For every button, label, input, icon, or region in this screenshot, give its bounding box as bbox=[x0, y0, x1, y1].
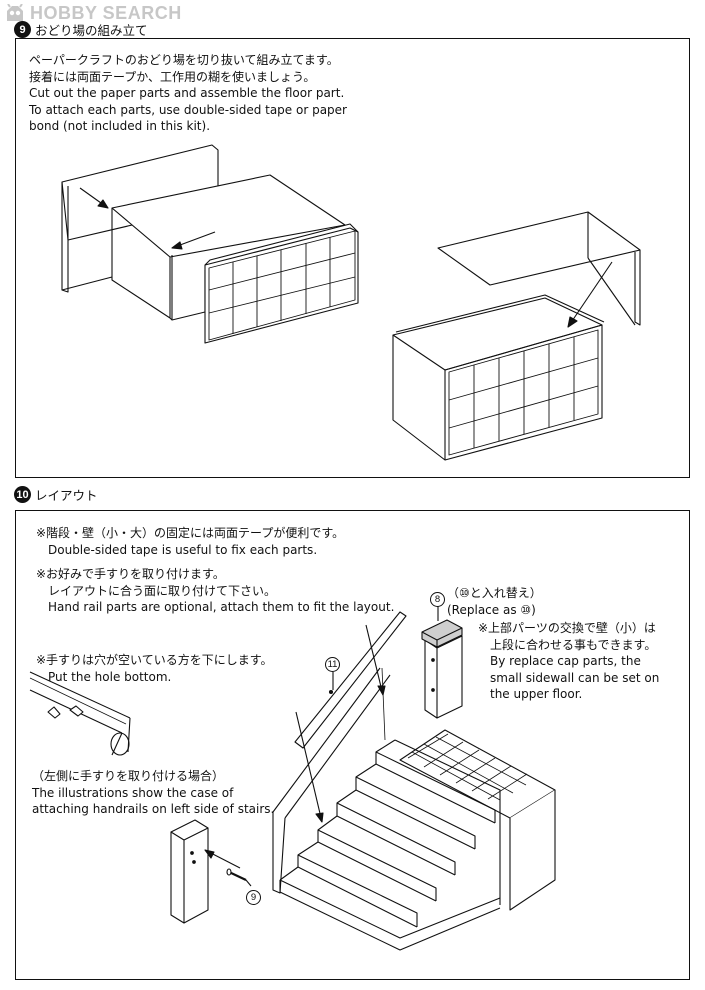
note-handrail-en: Hand rail parts are optional, attach the… bbox=[48, 600, 395, 614]
step9-line: bond (not included in this kit). bbox=[29, 119, 211, 133]
note-handrail-jp: ※お好みで手すりを取り付けます。 bbox=[36, 567, 225, 581]
step10-number: 10 bbox=[14, 486, 31, 503]
note-tape: ※階段・壁（小・大）の固定には両面テープが便利です。 Double-sided … bbox=[36, 525, 344, 558]
note-replace-cap: ※上部パーツの交換で壁（小）は 上段に合わせる事もできます。 By replac… bbox=[478, 620, 659, 703]
step9-title: おどり場の組み立て bbox=[35, 23, 148, 38]
note-hole-en: Put the hole bottom. bbox=[48, 669, 172, 684]
note-replace-en2: small sidewall can be set on bbox=[490, 670, 660, 685]
step9-panel bbox=[15, 38, 690, 478]
arrow-icon bbox=[366, 625, 385, 695]
leader-line bbox=[246, 880, 251, 886]
step9-line: 接着には両面テープか、工作用の糊を使いましょう。 bbox=[29, 69, 316, 84]
part-number-badge: 9 bbox=[246, 890, 261, 905]
floor-tiled-front-diagram bbox=[205, 224, 358, 343]
replace-label-jp: （⑩と入れ替え） bbox=[447, 586, 542, 600]
floor-assembled-box-diagram bbox=[393, 295, 604, 460]
arrow-icon bbox=[296, 712, 323, 822]
pin-part-diagram bbox=[227, 869, 251, 886]
watermark: HOBBY SEARCH bbox=[4, 3, 182, 23]
hobbysearch-logo-icon bbox=[7, 4, 23, 21]
note-handrail: ※お好みで手すりを取り付けます。 レイアウトに合う面に取り付けて下さい。 Han… bbox=[36, 566, 394, 616]
floor-tiles-right bbox=[449, 330, 598, 455]
step9-number: 9 bbox=[14, 21, 31, 38]
arrow-icon bbox=[172, 232, 215, 249]
note-left-side: （左側に手すりを取り付ける場合） The illustrations show … bbox=[32, 768, 274, 818]
note-hole: ※手すりは穴が空いている方を下にします。 Put the hole bottom… bbox=[36, 652, 273, 685]
step9-line: To attach each parts, use double-sided t… bbox=[29, 102, 347, 117]
step10-heading: 10 レイアウト bbox=[14, 485, 98, 504]
watermark-text: HOBBY SEARCH bbox=[30, 2, 182, 23]
step10-panel bbox=[15, 510, 690, 980]
handrail-diagram bbox=[273, 612, 406, 893]
replace-label-en: (Replace as ⑩) bbox=[447, 602, 536, 617]
note-left-en2: attaching handrails on left side of stai… bbox=[32, 802, 275, 816]
floor-tiles-left bbox=[209, 231, 355, 340]
step9-line: Cut out the paper parts and assemble the… bbox=[29, 86, 345, 100]
floor-assembled-top-diagram bbox=[438, 212, 640, 325]
handrail-closeup-diagram bbox=[30, 672, 130, 755]
floor-back-wall-diagram bbox=[62, 145, 218, 292]
step9-line: ペーパークラフトのおどり場を切り抜いて組み立てます。 bbox=[29, 53, 339, 67]
small-wall-pin-diagram bbox=[171, 820, 208, 923]
note-left-jp: （左側に手すりを取り付ける場合） bbox=[32, 769, 225, 783]
note-hole-jp: ※手すりは穴が空いている方を下にします。 bbox=[36, 653, 273, 667]
note-replace-jp2: 上段に合わせる事もできます。 bbox=[490, 637, 657, 652]
stairs-diagram bbox=[280, 730, 555, 950]
part-number-badge: 11 bbox=[325, 657, 340, 672]
arrow-icon bbox=[80, 188, 108, 208]
cap-part-diagram bbox=[422, 620, 462, 647]
part-number-badge: 8 bbox=[430, 592, 445, 607]
note-replace-en: By replace cap parts, the bbox=[490, 654, 641, 668]
note-handrail-jp2: レイアウトに合う面に取り付けて下さい。 bbox=[48, 583, 277, 598]
note-replace-jp: ※上部パーツの交換で壁（小）は bbox=[478, 621, 656, 635]
note-replace-en3: the upper floor. bbox=[490, 687, 583, 701]
step10-title: レイアウト bbox=[35, 488, 98, 503]
note-tape-en: Double-sided tape is useful to fix each … bbox=[48, 542, 318, 557]
note-left-en: The illustrations show the case of bbox=[32, 785, 234, 800]
step9-instructions: ペーパークラフトのおどり場を切り抜いて組み立てます。 接着には両面テープか、工作… bbox=[29, 52, 347, 135]
step9-heading: 9 おどり場の組み立て bbox=[14, 20, 148, 39]
replace-label: （⑩と入れ替え） (Replace as ⑩) bbox=[447, 585, 542, 618]
stairs-top-tiles bbox=[408, 734, 527, 800]
note-tape-jp: ※階段・壁（小・大）の固定には両面テープが便利です。 bbox=[36, 526, 345, 540]
arrow-icon bbox=[568, 262, 612, 327]
arrow-icon bbox=[205, 850, 240, 868]
